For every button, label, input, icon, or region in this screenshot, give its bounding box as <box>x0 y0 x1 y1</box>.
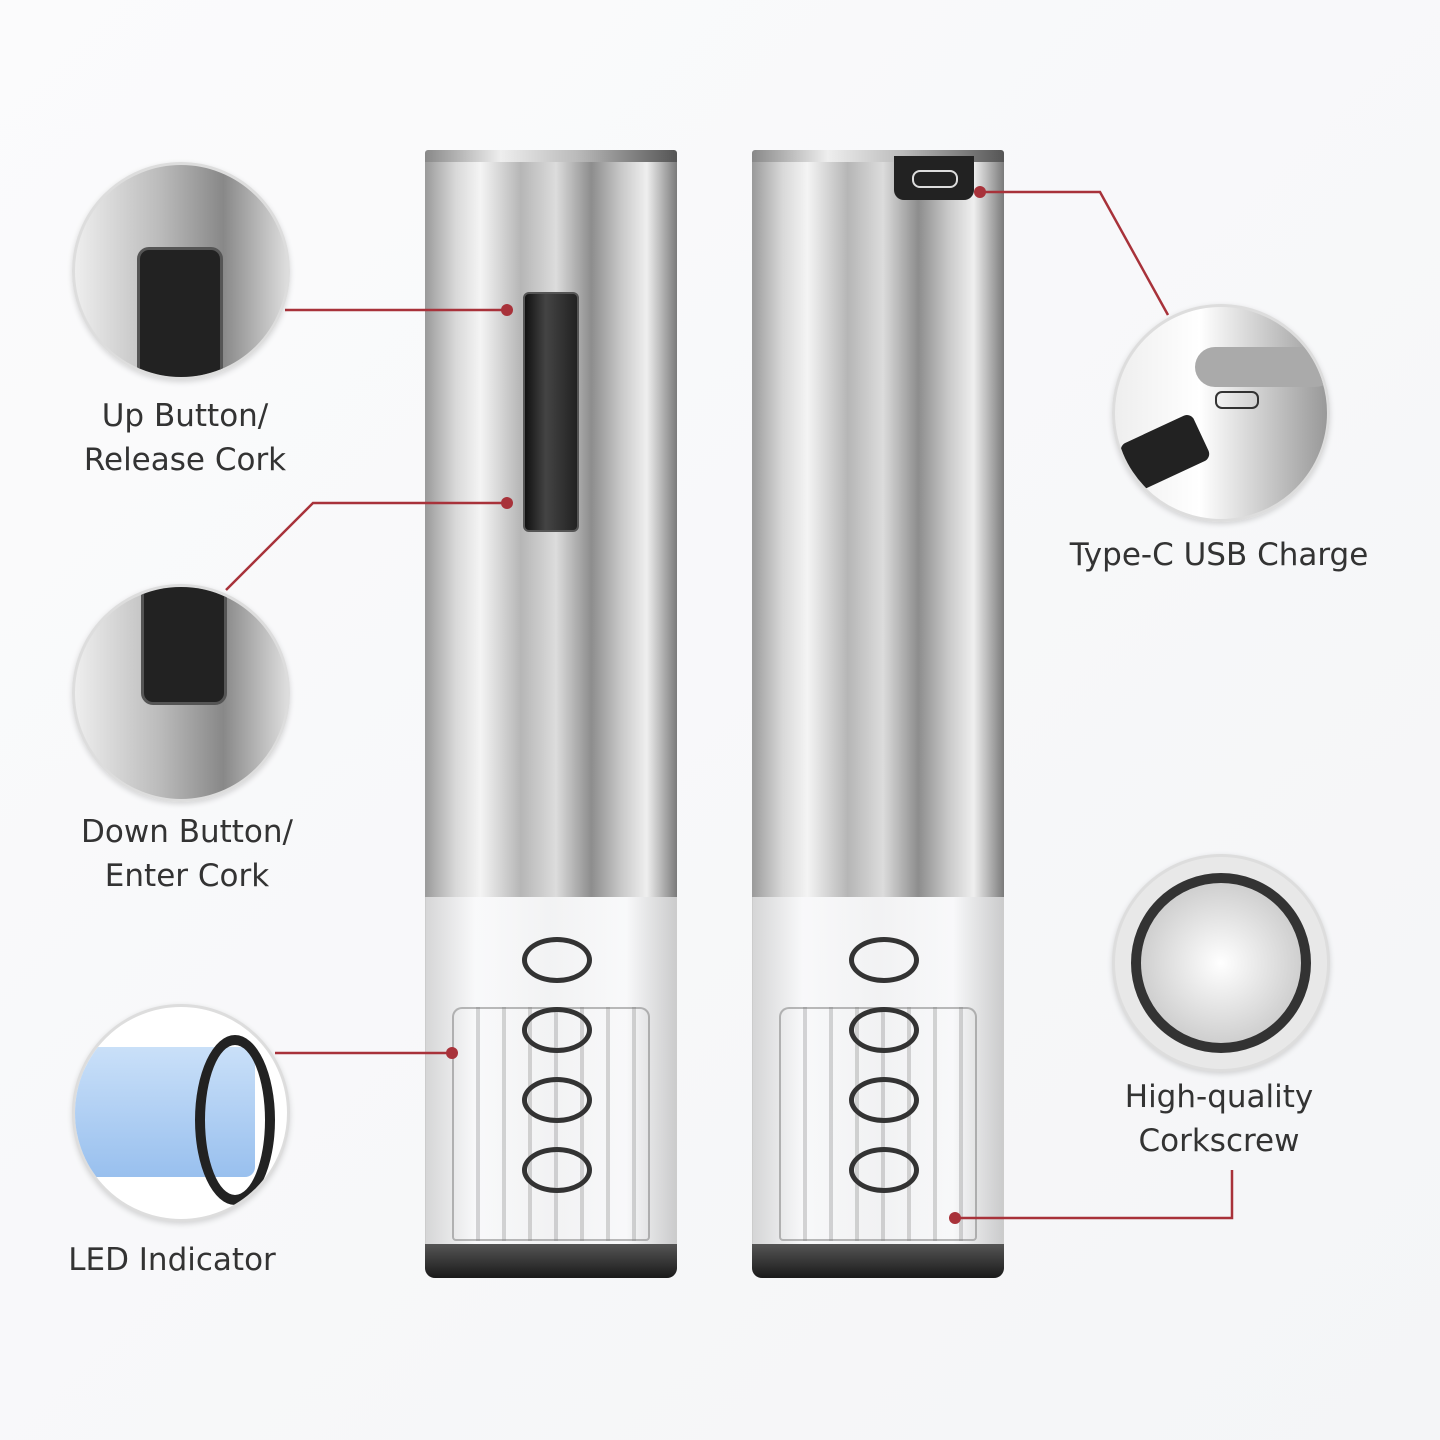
label-line: Corkscrew <box>1138 1123 1300 1159</box>
callout-dot <box>501 497 513 509</box>
corkscrew-closeup <box>1112 854 1330 1072</box>
label-line: Enter Cork <box>104 858 270 894</box>
label-line: LED Indicator <box>68 1242 276 1278</box>
led-closeup <box>72 1004 290 1222</box>
callout-dot <box>949 1212 961 1224</box>
usb-closeup <box>1112 304 1330 522</box>
transparent-housing <box>425 897 677 1245</box>
wine-opener-front <box>425 150 677 1278</box>
led-base <box>425 1244 677 1278</box>
usb-label: Type-C USB Charge <box>1070 533 1369 577</box>
down-button-closeup <box>72 584 290 802</box>
callout-dot <box>501 304 513 316</box>
label-line: Down Button/ <box>81 814 293 850</box>
corkscrew-label: High-quality Corkscrew <box>1125 1075 1313 1163</box>
down-button-label: Down Button/ Enter Cork <box>81 810 293 898</box>
usb-c-port-icon <box>894 156 974 200</box>
led-label: LED Indicator <box>68 1238 276 1282</box>
label-line: High-quality <box>1124 1079 1314 1115</box>
label-line: Up Button/ <box>101 398 269 434</box>
callout-dot <box>446 1047 458 1059</box>
up-button-label: Up Button/ Release Cork <box>84 394 286 482</box>
base <box>752 1244 1004 1278</box>
label-line: Type-C USB Charge <box>1069 537 1369 573</box>
callout-dot <box>974 186 986 198</box>
up-down-button <box>523 292 579 532</box>
up-button-closeup <box>72 162 290 380</box>
wine-opener-back <box>752 150 1004 1278</box>
transparent-housing <box>752 897 1004 1245</box>
label-line: Release Cork <box>83 442 287 478</box>
